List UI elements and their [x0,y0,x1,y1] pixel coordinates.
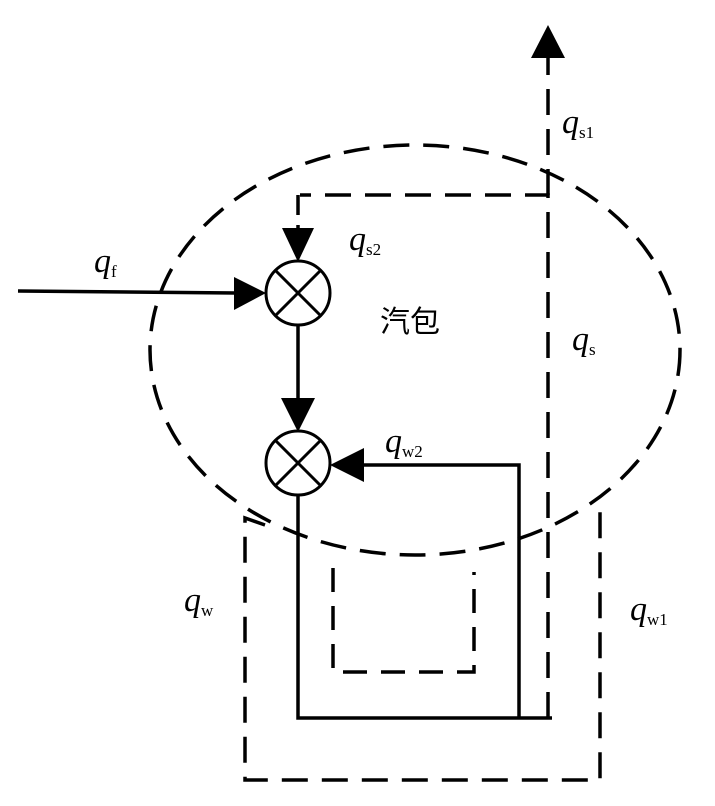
steam-outlet-arrow [531,25,565,58]
label-qw: qw [184,582,214,620]
steam-path-qs [300,193,550,718]
label-qw1: qw1 [630,591,668,629]
mixer-top [264,259,332,327]
mixer-link-arrow [281,398,315,432]
label-qs1: qs1 [562,104,594,142]
drum-boundary [148,143,682,557]
label-qs: qs [572,321,596,359]
feedwater-arrow [234,277,266,310]
mixer-bottom [264,429,332,497]
inner-loop-boundary [331,568,476,674]
label-drum: 汽包 [380,305,440,340]
recirculation-line-qw2 [362,463,521,718]
label-qs2: qs2 [349,221,381,259]
label-qf: qf [94,243,117,281]
label-qw2: qw2 [385,423,423,461]
qs2-arrow [282,228,314,262]
feedwater-line-qf [17,289,237,295]
outer-loop-boundary [243,508,602,782]
qw2-arrow [330,448,364,482]
water-loop-line [296,495,552,720]
